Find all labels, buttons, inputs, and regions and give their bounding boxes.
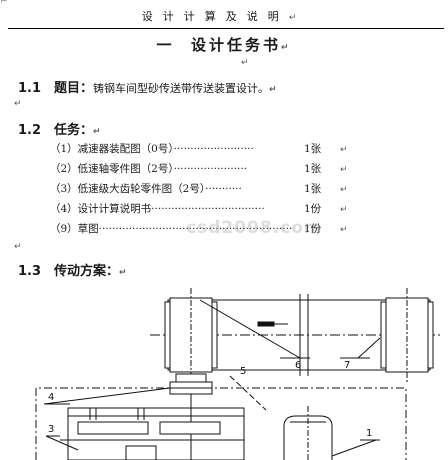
paragraph-mark: ↵: [340, 145, 348, 155]
callout-label-4: 4: [48, 392, 54, 403]
gear: [77, 421, 149, 435]
gearbox-housing: [67, 407, 245, 460]
paragraph-mark: ↵: [14, 242, 22, 252]
callout-leader-5: [229, 375, 267, 411]
paragraph-mark: ↵: [14, 99, 22, 109]
task-item-qty: 1张: [304, 163, 322, 175]
callout-label-1: 1: [366, 428, 372, 439]
tasks-label: 任务：: [54, 123, 94, 138]
paragraph-mark: ↵: [241, 58, 249, 68]
task-item: （2）低速轴零件图（2号）······················ 1张 ↵: [50, 161, 348, 176]
paragraph-mark: ↵: [340, 185, 348, 195]
tasks-number: 1.2: [18, 123, 42, 138]
paragraph-mark: ↵: [280, 43, 292, 53]
callout-label-6: 6: [295, 360, 301, 371]
task-item-label: （2）低速轴零件图（2号）······················: [50, 163, 248, 175]
callout-leader-3: [45, 435, 79, 451]
topic-number: 1.1: [18, 81, 42, 96]
running-header-text: 设计计算及说明: [141, 10, 289, 23]
paragraph-mark: ↵: [340, 165, 348, 175]
callout-label-7: 7: [344, 360, 350, 371]
right-drum-flange: [380, 301, 387, 369]
paragraph-mark: ↵: [119, 268, 127, 278]
base-frame: [35, 387, 407, 460]
running-header: 设计计算及说明↵: [0, 8, 448, 24]
topic-text: 铸钢车间型砂传送带传送装置设计。: [93, 82, 270, 95]
task-item-label: （4）设计计算说明书······························…: [50, 203, 265, 215]
paragraph-mark: ↵: [93, 127, 101, 137]
callout-leader-4: [43, 387, 171, 405]
topic-heading: 1.1 题目：铸钢车间型砂传送带传送装置设计。↵: [18, 77, 277, 96]
left-drum-flange: [211, 301, 218, 369]
task-item-label: （3）低速级大齿轮零件图（2号）···········: [50, 183, 242, 195]
header-rule: [8, 28, 444, 29]
ruler-mark: ⌐: [0, 0, 8, 7]
transmission-diagram: 6 7 5 4 3 1: [35, 288, 440, 460]
paragraph-mark: ↵: [288, 13, 307, 23]
paragraph-mark: ↵: [340, 205, 348, 215]
callout-leader-1: [331, 439, 377, 457]
scheme-heading: 1.3 传动方案：↵: [18, 260, 127, 279]
task-item-qty: 1份: [304, 203, 322, 215]
coupling: [175, 373, 207, 383]
tasks-heading: 1.2 任务：↵: [18, 119, 101, 138]
callout-label-3: 3: [48, 424, 54, 435]
paragraph-mark: ↵: [269, 85, 277, 95]
topic-label: 题目：: [54, 81, 94, 96]
task-item-qty: 1份: [304, 223, 322, 235]
task-item-qty: 1张: [304, 143, 322, 155]
task-item: （3）低速级大齿轮零件图（2号）··········· 1张 ↵: [50, 181, 348, 196]
section-title: 一 设计任务书↵: [0, 34, 448, 55]
scheme-number: 1.3: [18, 264, 42, 279]
callout-leader-6: [199, 299, 301, 359]
left-drum: [169, 297, 213, 373]
task-item: （9）草图···································…: [50, 221, 348, 236]
belt-direction-arrow: [257, 321, 275, 327]
right-drum-flange: [427, 301, 434, 369]
task-item-qty: 1张: [304, 183, 322, 195]
left-drum-flange: [164, 301, 171, 369]
scheme-label: 传动方案：: [54, 264, 120, 279]
task-item-label: （1）减速器装配图（0号）························: [50, 143, 254, 155]
task-item: （1）减速器装配图（0号）························ 1张 ↵: [50, 141, 348, 156]
section-title-text: 一 设计任务书: [156, 36, 281, 54]
task-item: （4）设计计算说明书······························…: [50, 201, 348, 216]
gear: [159, 421, 221, 435]
callout-leader-7: [357, 337, 381, 359]
callout-label-5: 5: [240, 366, 246, 377]
paragraph-mark: ↵: [340, 225, 348, 235]
gear: [125, 445, 157, 460]
watermark: csd2008.com: [186, 218, 323, 238]
